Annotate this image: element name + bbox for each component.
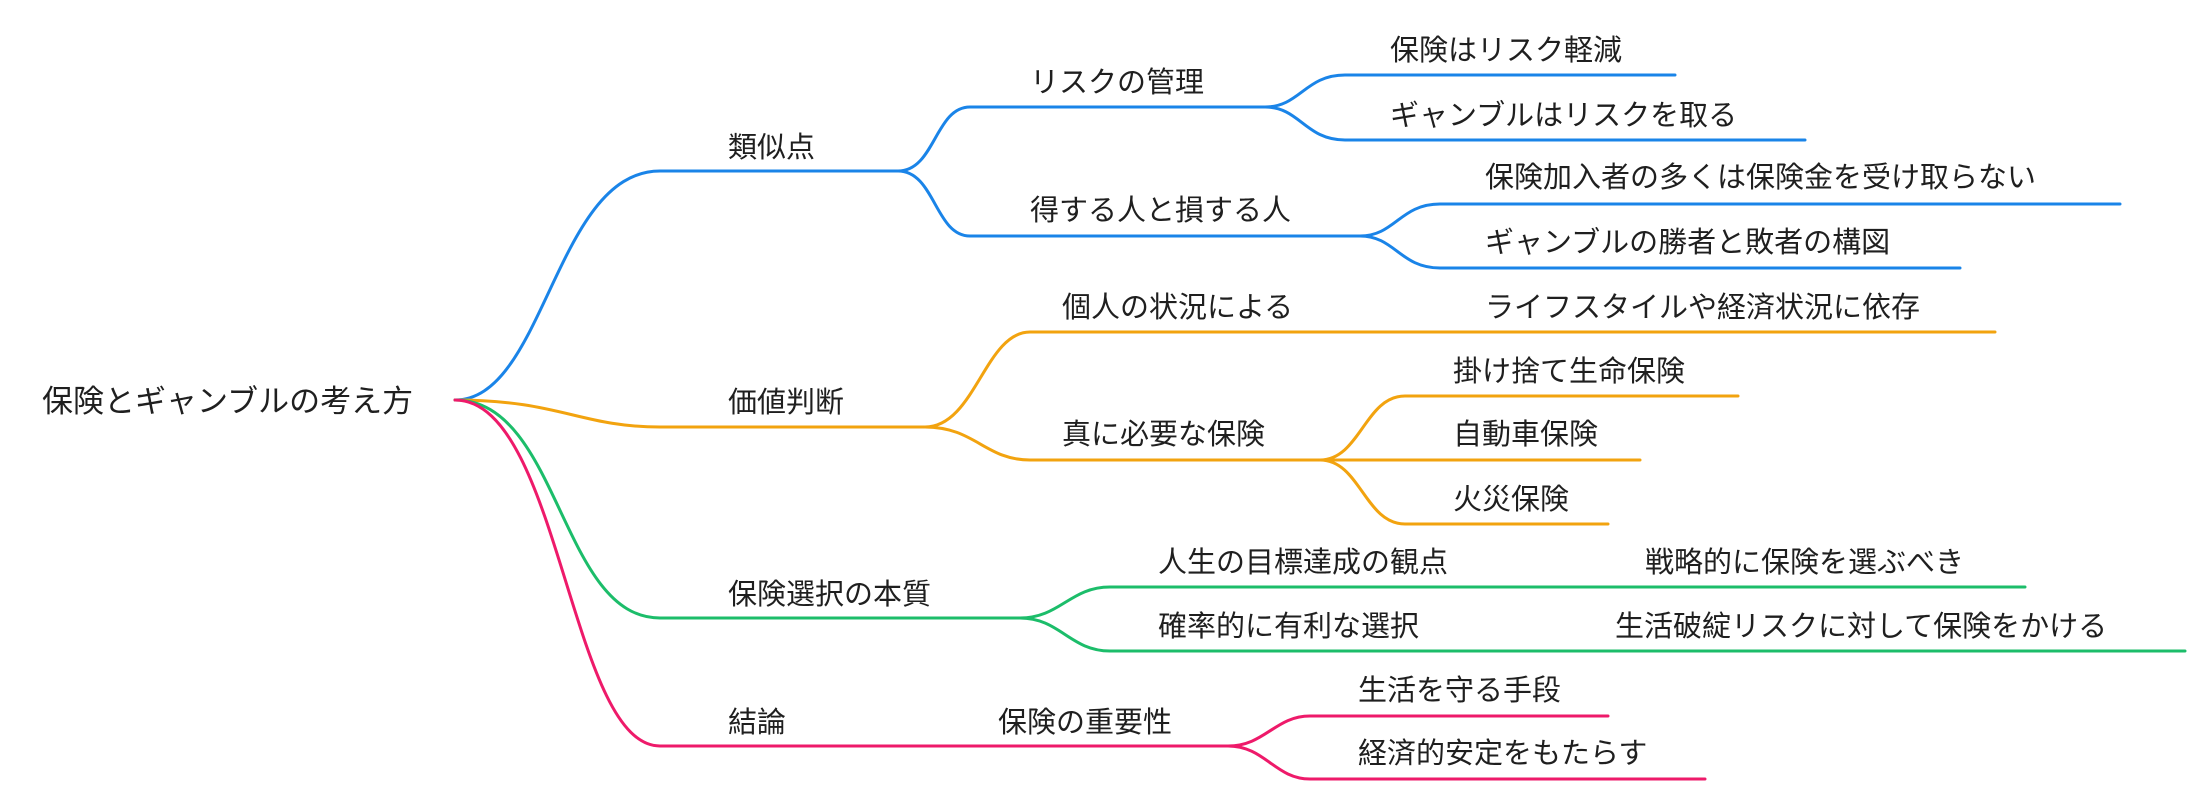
connector-protect-life bbox=[1226, 714, 1610, 748]
node-fire-insurance-label: 火災保険 bbox=[1453, 482, 1569, 516]
connector-economic-stability bbox=[1226, 744, 1707, 781]
node-personal-situation-label: 個人の状況による bbox=[1062, 290, 1293, 324]
node-policyholders-no-payout-label: 保険加入者の多くは保険金を受け取らない bbox=[1485, 160, 2036, 194]
node-life-goals-label: 人生の目標達成の観点 bbox=[1158, 545, 1448, 579]
connector-term-life bbox=[1318, 394, 1740, 462]
node-winners-losers-label: 得する人と損する人 bbox=[1030, 193, 1291, 227]
connector-risk-management bbox=[896, 105, 1267, 173]
connector-policyholders-no-payout bbox=[1358, 202, 2122, 238]
node-term-life-label: 掛け捨て生命保険 bbox=[1453, 354, 1685, 388]
connector-root-value-judgment bbox=[453, 398, 927, 429]
node-gambling-takes-risk-label: ギャンブルはリスクを取る bbox=[1390, 98, 1737, 132]
connector-root-similarities bbox=[453, 169, 900, 402]
node-protect-life-label: 生活を守る手段 bbox=[1358, 673, 1561, 707]
node-risk-management-label: リスクの管理 bbox=[1030, 65, 1204, 99]
node-choose-strategically-label: 戦略的に保険を選ぶべき bbox=[1645, 545, 1964, 579]
node-lifestyle-dependency-label: ライフスタイルや経済状況に依存 bbox=[1485, 290, 1920, 324]
node-economic-stability-label: 経済的安定をもたらす bbox=[1358, 736, 1647, 770]
node-essence-label: 保険選択の本質 bbox=[728, 577, 931, 611]
connector-gambling-takes-risk bbox=[1263, 105, 1807, 142]
connector-insurance-reduces-risk bbox=[1263, 73, 1677, 109]
branch-essence-of-choice: 保険選択の本質 人生の目標達成の観点 戦略的に保険を選ぶべき 確率的に有利な選択… bbox=[453, 398, 2187, 653]
connector-favorable-choice bbox=[1018, 616, 2187, 653]
connector-gambling-win-lose bbox=[1358, 234, 1962, 270]
node-necessary-insurance-label: 真に必要な保険 bbox=[1062, 417, 1265, 451]
connector-necessary-insurance bbox=[923, 425, 1322, 462]
node-insure-against-ruin-label: 生活破綻リスクに対して保険をかける bbox=[1615, 609, 2107, 643]
node-similarities-label: 類似点 bbox=[728, 130, 815, 164]
node-importance-label: 保険の重要性 bbox=[998, 705, 1172, 739]
branch-value-judgment: 価値判断 個人の状況による ライフスタイルや経済状況に依存 真に必要な保険 掛け… bbox=[453, 290, 1997, 526]
node-gambling-win-lose-label: ギャンブルの勝者と敗者の構図 bbox=[1485, 225, 1890, 259]
connector-winners-losers bbox=[896, 169, 1362, 238]
node-insurance-reduces-risk-label: 保険はリスク軽減 bbox=[1390, 33, 1622, 67]
branch-similarities: 類似点 リスクの管理 保険はリスク軽減 ギャンブルはリスクを取る 得する人と損す… bbox=[453, 33, 2122, 402]
connector-fire-insurance bbox=[1318, 458, 1610, 526]
connector-root-essence bbox=[453, 398, 1022, 620]
node-auto-insurance-label: 自動車保険 bbox=[1453, 417, 1598, 451]
root-node-label: 保険とギャンブルの考え方 bbox=[42, 384, 413, 420]
node-favorable-choice-label: 確率的に有利な選択 bbox=[1158, 609, 1419, 643]
branch-conclusion: 結論 保険の重要性 生活を守る手段 経済的安定をもたらす bbox=[453, 398, 1707, 781]
node-value-judgment-label: 価値判断 bbox=[728, 385, 844, 419]
connector-personal-situation bbox=[923, 330, 1997, 429]
node-conclusion-label: 結論 bbox=[728, 705, 786, 739]
connector-root-conclusion bbox=[453, 398, 1230, 748]
connector-life-goals bbox=[1018, 585, 2027, 620]
